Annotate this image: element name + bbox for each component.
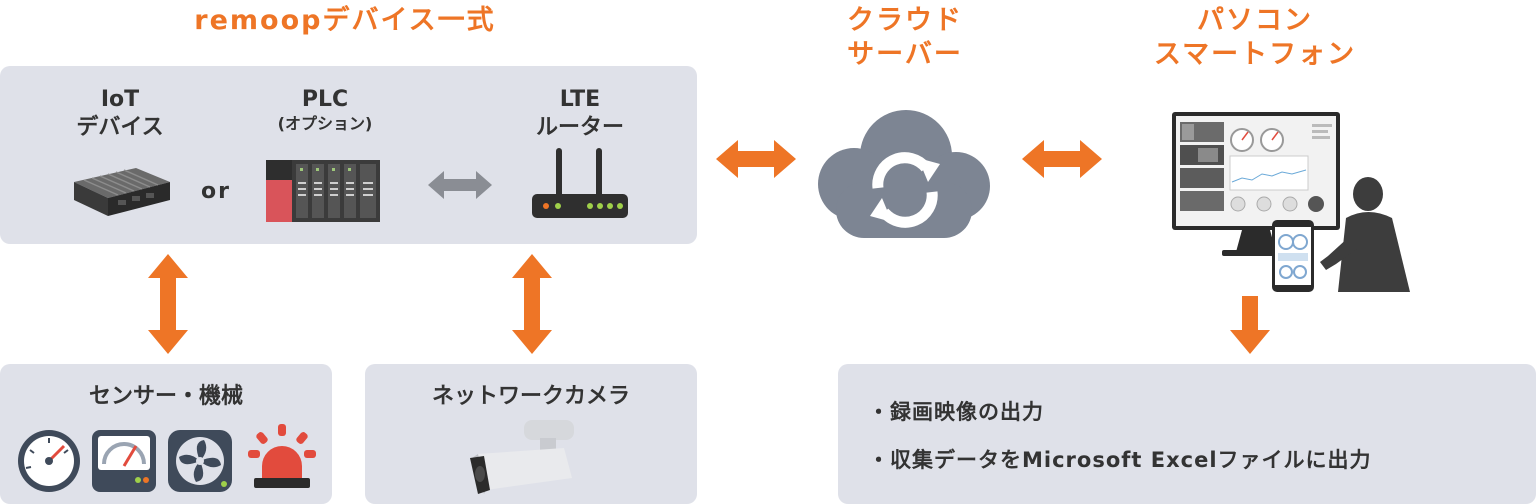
fan-icon	[168, 430, 232, 492]
meter-icon	[92, 430, 156, 492]
gauge-icon	[16, 428, 82, 494]
plc-label-line: PLC	[301, 87, 349, 112]
output-panel	[838, 364, 1536, 504]
network-camera-icon	[468, 418, 584, 500]
gray-double-arrow	[428, 168, 492, 202]
monitor-icon	[1172, 112, 1344, 262]
cloud-sync-icon	[806, 102, 1000, 240]
smartphone-icon	[1272, 220, 1314, 292]
network-camera-title: ネットワークカメラ	[431, 384, 630, 409]
lte-label-line-1: LTE	[559, 87, 601, 112]
person-icon	[1306, 176, 1418, 292]
iot-device-label: IoT デバイス	[50, 86, 190, 142]
lte-label-line-2: ルーター	[535, 115, 624, 140]
plc-label: PLC (オプション)	[250, 86, 400, 134]
cloud-title-line-2: サーバー	[847, 39, 963, 70]
or-label: or	[201, 179, 231, 204]
orange-vertical-arrow-sensor	[146, 254, 190, 354]
iot-label-line-1: IoT	[100, 87, 140, 112]
remoop-devices-title: remoopデバイス一式	[194, 5, 496, 36]
cloud-title-line-1: クラウド	[847, 5, 963, 36]
output-item-video: ・録画映像の出力	[868, 400, 1044, 424]
sensor-machine-title: センサー・機械	[88, 384, 243, 409]
lte-router-label: LTE ルーター	[505, 86, 655, 142]
pc-title-line-1: パソコン	[1197, 5, 1313, 36]
plc-icon	[266, 158, 380, 224]
output-item-excel: ・収集データをMicrosoft Excelファイルに出力	[868, 448, 1372, 472]
iot-label-line-2: デバイス	[76, 115, 164, 140]
orange-double-arrow-right	[1022, 138, 1102, 180]
lte-router-icon	[530, 146, 630, 222]
orange-down-arrow-output	[1228, 296, 1272, 354]
pc-smartphone-title: パソコン スマートフォン	[1110, 4, 1400, 72]
cloud-server-title: クラウド サーバー	[790, 4, 1020, 72]
pc-title-line-2: スマートフォン	[1153, 39, 1357, 70]
iot-device-icon	[68, 160, 173, 222]
orange-vertical-arrow-camera	[510, 254, 554, 354]
orange-double-arrow-left	[716, 138, 796, 180]
plc-option-label: (オプション)	[277, 114, 373, 133]
alarm-light-icon	[244, 422, 320, 492]
